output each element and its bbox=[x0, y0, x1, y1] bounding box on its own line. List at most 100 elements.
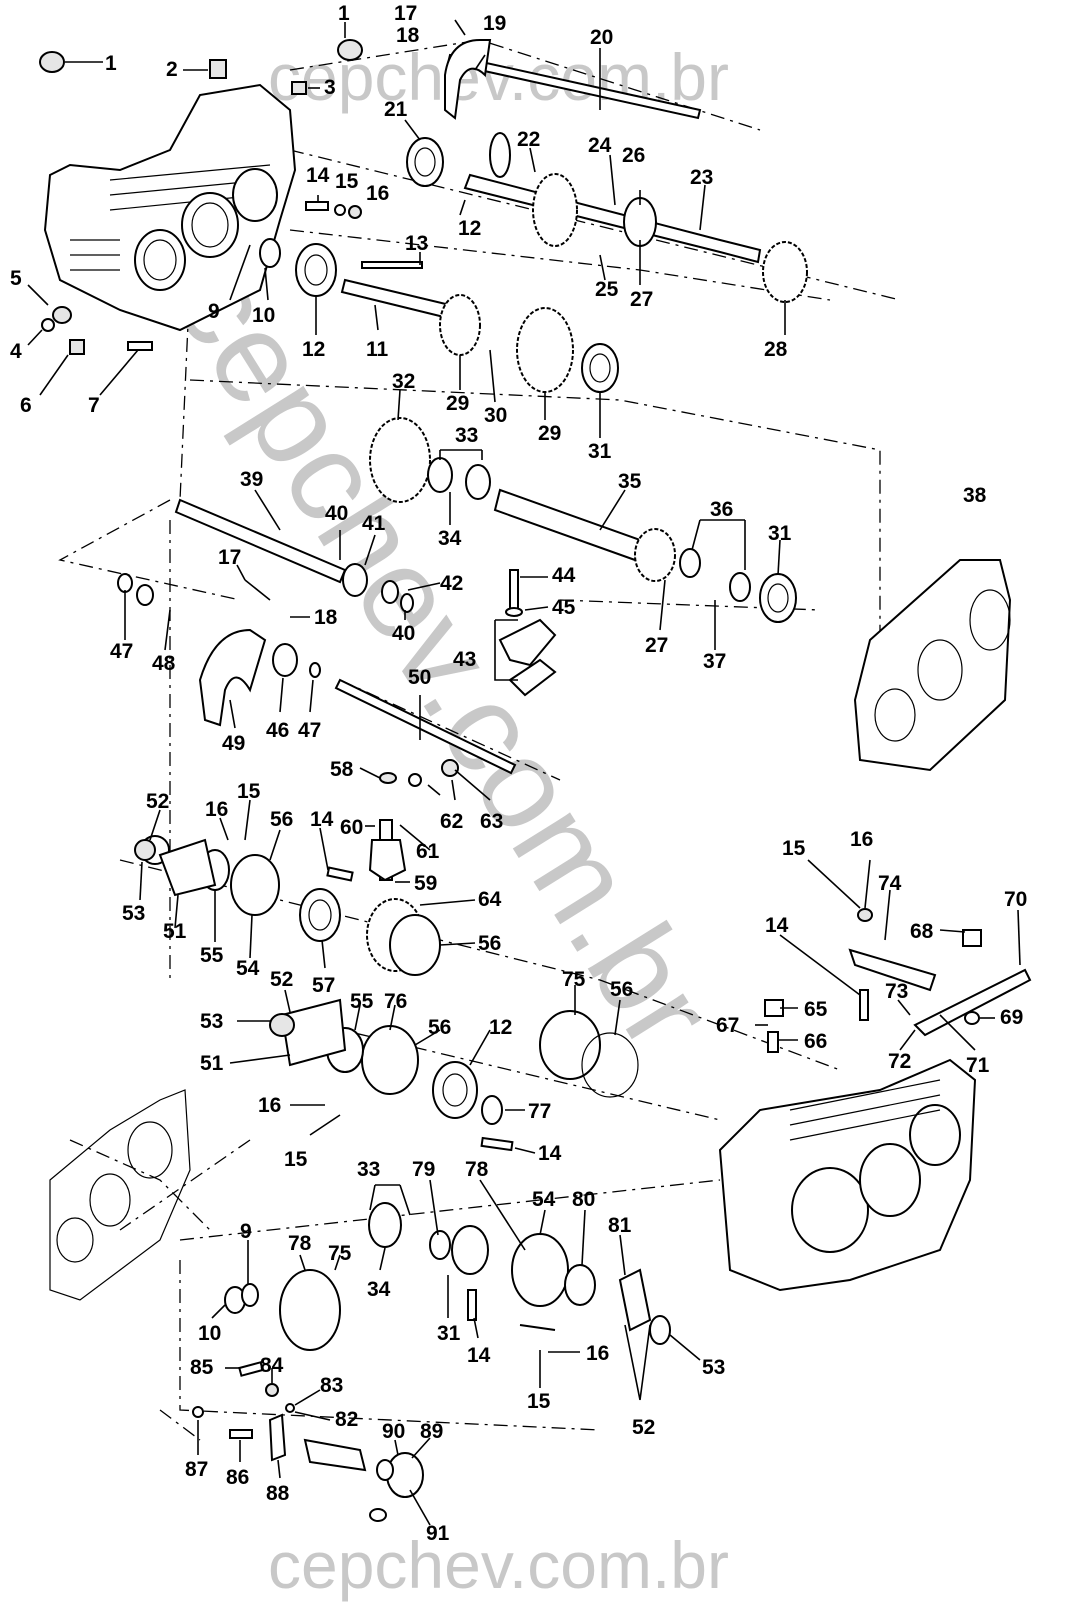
part-label: 12 bbox=[302, 338, 325, 361]
part-label: 15 bbox=[335, 170, 359, 193]
part-label: 31 bbox=[588, 440, 612, 463]
part-label: 35 bbox=[618, 470, 642, 493]
part-label: 47 bbox=[298, 719, 321, 742]
part-label: 23 bbox=[690, 166, 713, 189]
part-label: 33 bbox=[455, 424, 478, 447]
part-label: 15 bbox=[237, 780, 261, 803]
part-label: 82 bbox=[335, 1408, 358, 1431]
part-label: 17 bbox=[394, 2, 417, 25]
part-label: 14 bbox=[538, 1142, 562, 1165]
part-number-labels: 1 1 2 3 4 5 6 7 9 10 11 12 12 13 14 15 1… bbox=[10, 2, 1027, 1545]
part-label: 18 bbox=[314, 606, 338, 629]
part-label: 76 bbox=[384, 990, 407, 1013]
part-label: 49 bbox=[222, 732, 245, 755]
part-label: 74 bbox=[878, 872, 902, 895]
part-label: 60 bbox=[340, 816, 363, 839]
part-label: 90 bbox=[382, 1420, 405, 1443]
part-label: 65 bbox=[804, 998, 828, 1021]
part-label: 10 bbox=[198, 1322, 221, 1345]
leader-lines bbox=[27, 19, 1021, 1526]
part-label: 84 bbox=[260, 1354, 284, 1377]
part-label: 45 bbox=[552, 596, 576, 619]
part-label: 89 bbox=[420, 1420, 443, 1443]
part-label: 41 bbox=[362, 512, 386, 535]
part-label: 52 bbox=[146, 790, 169, 813]
part-label: 16 bbox=[850, 828, 873, 851]
part-label: 33 bbox=[357, 1158, 380, 1181]
part-label: 4 bbox=[10, 340, 22, 363]
part-label: 29 bbox=[446, 392, 469, 415]
part-label: 72 bbox=[888, 1050, 911, 1073]
part-label: 15 bbox=[782, 837, 806, 860]
part-label: 83 bbox=[320, 1374, 343, 1397]
part-label: 54 bbox=[236, 957, 260, 980]
part-label: 71 bbox=[966, 1054, 990, 1077]
part-label: 36 bbox=[710, 498, 733, 521]
part-label: 56 bbox=[428, 1016, 451, 1039]
watermark-bottom: cepchev.com.br bbox=[268, 1528, 729, 1602]
part-label: 56 bbox=[610, 978, 633, 1001]
part-label: 68 bbox=[910, 920, 934, 943]
part-label: 32 bbox=[392, 370, 415, 393]
part-label: 21 bbox=[384, 98, 408, 121]
front-cover-plate bbox=[49, 1089, 191, 1301]
part-label: 3 bbox=[324, 76, 336, 99]
part-label: 17 bbox=[218, 546, 241, 569]
part-label: 24 bbox=[588, 134, 612, 157]
part-label: 7 bbox=[88, 394, 100, 417]
part-label: 66 bbox=[804, 1030, 827, 1053]
part-label: 19 bbox=[483, 12, 506, 35]
part-label: 91 bbox=[426, 1522, 450, 1545]
part-label: 81 bbox=[608, 1214, 632, 1237]
part-label: 16 bbox=[586, 1342, 609, 1365]
part-label: 14 bbox=[765, 914, 789, 937]
part-label: 16 bbox=[366, 182, 389, 205]
shafts bbox=[174, 53, 762, 1472]
part-label: 34 bbox=[367, 1278, 391, 1301]
part-label: 34 bbox=[438, 527, 462, 550]
part-label: 55 bbox=[200, 944, 224, 967]
part-label: 62 bbox=[440, 810, 463, 833]
part-label: 52 bbox=[270, 968, 293, 991]
part-label: 40 bbox=[392, 622, 415, 645]
part-label: 51 bbox=[200, 1052, 224, 1075]
part-label: 87 bbox=[185, 1458, 208, 1481]
part-label: 79 bbox=[412, 1158, 435, 1181]
part-label: 10 bbox=[252, 304, 275, 327]
part-label: 11 bbox=[366, 338, 389, 361]
part-label: 56 bbox=[478, 932, 501, 955]
part-label: 70 bbox=[1004, 888, 1027, 911]
part-label: 50 bbox=[408, 666, 431, 689]
part-label: 67 bbox=[716, 1014, 739, 1037]
part-label: 1 bbox=[338, 2, 350, 25]
part-label: 57 bbox=[312, 974, 335, 997]
rear-housing bbox=[718, 1058, 977, 1292]
part-label: 55 bbox=[350, 990, 374, 1013]
part-label: 40 bbox=[325, 502, 348, 525]
part-label: 14 bbox=[306, 164, 330, 187]
part-label: 88 bbox=[266, 1482, 290, 1505]
part-label: 26 bbox=[622, 144, 645, 167]
part-label: 25 bbox=[595, 278, 619, 301]
part-label: 9 bbox=[240, 1220, 252, 1243]
part-label: 59 bbox=[414, 872, 437, 895]
part-label: 53 bbox=[122, 902, 145, 925]
part-label: 15 bbox=[284, 1148, 308, 1171]
part-label: 12 bbox=[489, 1016, 512, 1039]
part-label: 31 bbox=[437, 1322, 461, 1345]
part-label: 9 bbox=[208, 300, 220, 323]
part-label: 75 bbox=[328, 1242, 352, 1265]
part-label: 51 bbox=[163, 920, 187, 943]
part-label: 48 bbox=[152, 652, 176, 675]
part-label: 31 bbox=[768, 522, 792, 545]
part-label: 78 bbox=[288, 1232, 312, 1255]
part-label: 86 bbox=[226, 1466, 249, 1489]
small-parts bbox=[39, 39, 1032, 1522]
part-label: 77 bbox=[528, 1100, 551, 1123]
part-label: 30 bbox=[484, 404, 507, 427]
part-label: 29 bbox=[538, 422, 561, 445]
part-label: 54 bbox=[532, 1188, 556, 1211]
part-label: 53 bbox=[200, 1010, 223, 1033]
front-housing bbox=[43, 83, 297, 332]
